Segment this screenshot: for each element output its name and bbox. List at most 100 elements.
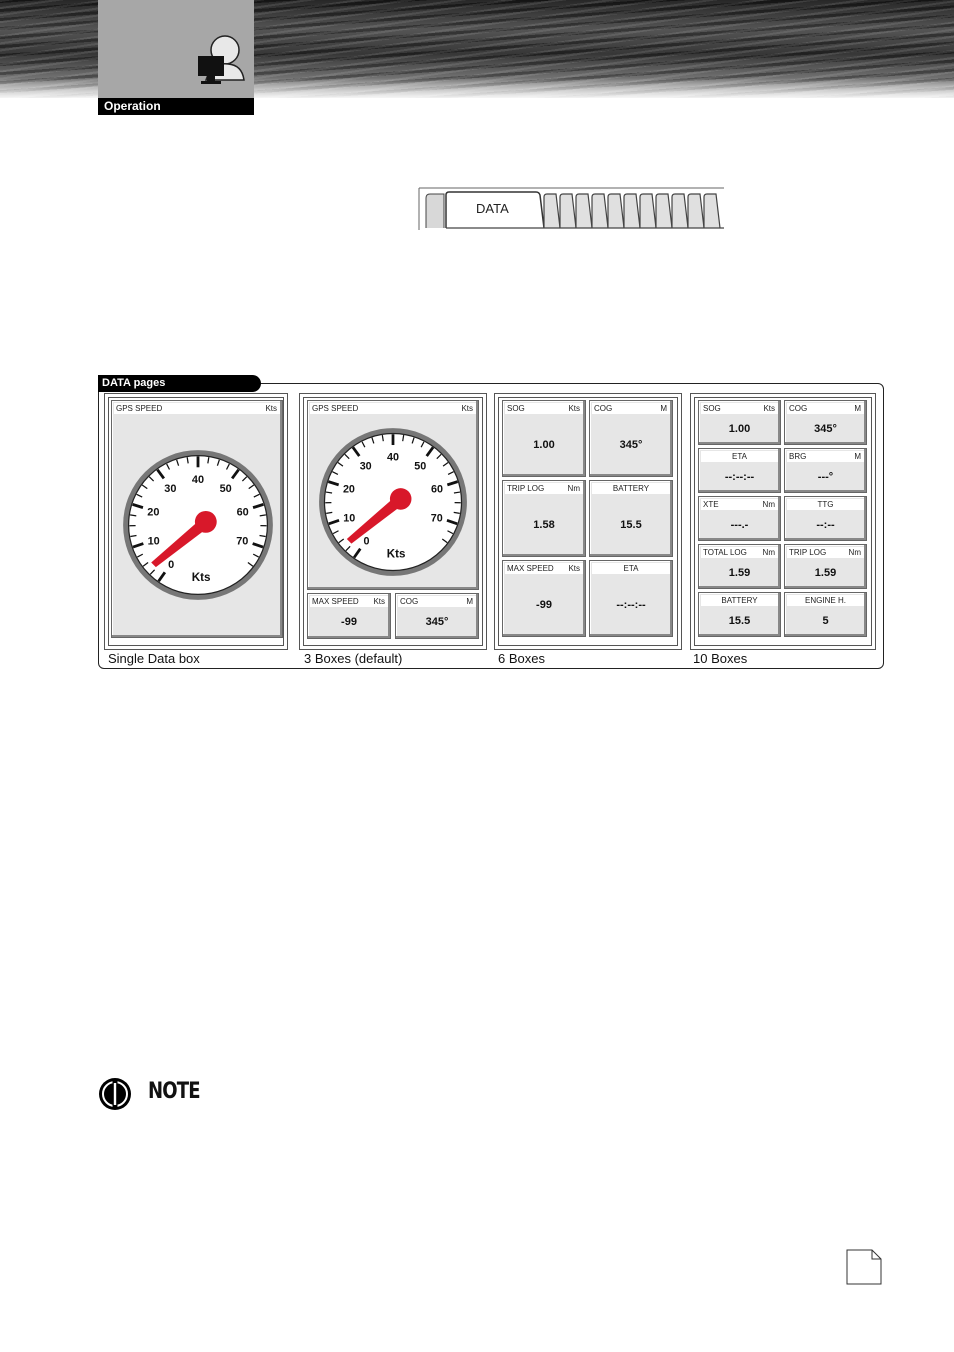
gauge-tick (253, 493, 260, 498)
gauge-tick-label: 10 (148, 536, 160, 548)
gauge-tick (176, 459, 180, 466)
gauge-tick (352, 547, 362, 559)
box-value: 1.59 (728, 567, 751, 579)
box-header: TRIP LOG Nm (787, 547, 864, 558)
gauge-tick-label: 0 (168, 559, 174, 571)
gauge-header: GPS SPEED Kts (310, 403, 476, 414)
data-box: TOTAL LOG Nm 1.59 (698, 544, 781, 589)
gauge-tick (345, 545, 351, 552)
gauge-tick (447, 471, 454, 476)
gauge-tick (425, 446, 435, 457)
box-title: COG (400, 597, 419, 606)
gauge-tick (157, 571, 167, 583)
gauge-tick (381, 434, 384, 442)
box-title: TRIP LOG (789, 548, 827, 557)
box-unit: Nm (848, 548, 861, 557)
box-value: 345° (425, 616, 449, 628)
box-unit: M (466, 597, 473, 606)
gauge-tick (156, 468, 166, 480)
box-title: ETA (623, 564, 639, 573)
chapter-label: Operation (98, 98, 254, 115)
box-title: TRIP LOG (507, 484, 545, 493)
box-header: TTG (787, 499, 864, 510)
gauge-unit: Kts (265, 404, 277, 413)
box-title: ENGINE H. (805, 596, 846, 605)
box-title: XTE (703, 500, 719, 509)
data-box: ETA--:--:-- (698, 448, 781, 493)
gauge-tick (411, 437, 415, 444)
box-title: BATTERY (721, 596, 758, 605)
gauge-tick-label: 50 (220, 483, 232, 495)
box-header: ETA (701, 451, 778, 462)
gauge-tick (230, 468, 240, 480)
box-title: MAX SPEED (507, 564, 554, 573)
box-unit: Nm (762, 548, 775, 557)
gauge-unit: Kts (461, 404, 473, 413)
gauge-tick (402, 434, 405, 442)
box-header: ENGINE H. (787, 595, 864, 606)
gauge-tick (130, 514, 137, 517)
box-value: 345° (814, 423, 837, 435)
gauge-tick-label: 10 (343, 512, 355, 524)
gauge-title: GPS SPEED (116, 404, 163, 413)
box-value: --:--:-- (616, 599, 646, 611)
gauge-tick (225, 463, 230, 470)
gauge-tick (166, 463, 171, 470)
gauge-tick-label: 20 (343, 484, 355, 496)
gauge-needle-hub (389, 488, 412, 510)
gauge-tick-label: 30 (164, 483, 176, 495)
caption-ten: 10 Boxes (693, 651, 748, 666)
box-value: 5 (822, 615, 829, 627)
caption-six: 6 Boxes (498, 651, 545, 666)
tab-bar-illustration (418, 186, 726, 230)
box-title: ETA (732, 452, 747, 461)
gauge-tick (132, 503, 144, 509)
data-box: ETA --:--:-- (589, 560, 673, 637)
gauge-tick (371, 437, 375, 444)
box-header: TOTAL LOG Nm (701, 547, 778, 558)
box-unit: Kts (763, 404, 775, 413)
box-header: MAX SPEED Kts (505, 563, 583, 574)
box-value: 15.5 (620, 519, 642, 531)
gauge-dial-unit: Kts (387, 548, 406, 560)
gauge-tick (142, 561, 149, 567)
gauge-tick (436, 453, 442, 460)
tab-data-label: DATA (476, 201, 509, 216)
box-unit: M (854, 452, 861, 461)
box-value: -99 (536, 599, 552, 611)
box-value: 345° (619, 439, 643, 451)
gauge-tick (446, 480, 459, 487)
gauge-tick-label: 70 (431, 512, 443, 524)
note-icon (99, 1078, 131, 1110)
gauge-tick (252, 503, 264, 509)
box-title: SOG (703, 404, 721, 413)
box-header: SOG Kts (701, 403, 778, 414)
gauge-tick (332, 471, 339, 476)
box-title: COG (594, 404, 613, 413)
gauge-needle-hub (194, 510, 217, 533)
gauge-tick-label: 40 (192, 474, 204, 486)
box-title: TOTAL LOG (703, 548, 747, 557)
gauge-tick (248, 484, 255, 490)
box-unit: Kts (568, 404, 580, 413)
gauge-dial-unit: Kts (192, 571, 211, 584)
gauge-title: GPS SPEED (312, 404, 359, 413)
gauge-tick-label: 20 (147, 507, 159, 519)
gauge-tick (252, 542, 264, 549)
box-unit: Kts (568, 564, 580, 573)
gauge-tick-label: 40 (387, 451, 399, 463)
figure-title: DATA pages (98, 375, 261, 392)
gauge-tick (132, 542, 144, 549)
box-title: BRG (789, 452, 807, 461)
